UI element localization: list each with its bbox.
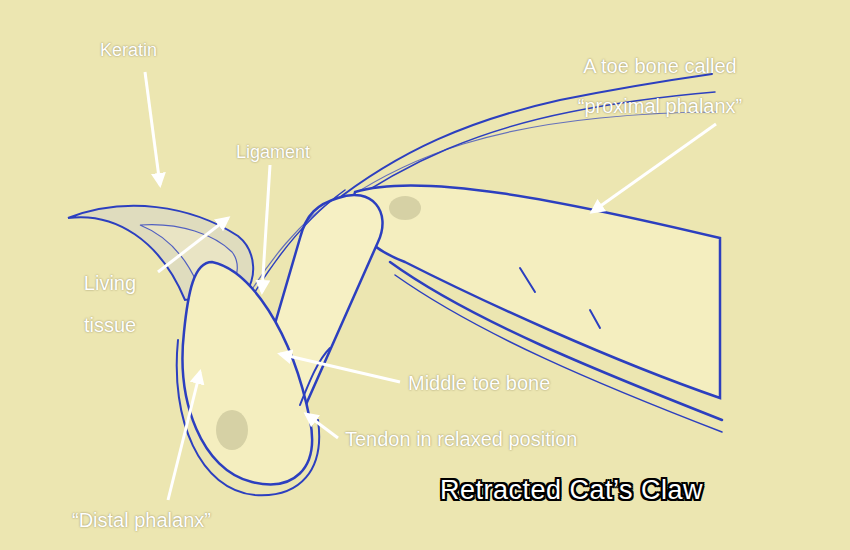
part-label: Tendon in relaxed position bbox=[345, 427, 577, 451]
leader-lines bbox=[145, 72, 716, 500]
flexor-tendon bbox=[395, 275, 722, 432]
caption: Retracted Cat’s Claw bbox=[440, 474, 703, 506]
bone-shading bbox=[389, 196, 421, 220]
leader-arrow bbox=[306, 414, 338, 438]
part-label: Middle toe bone bbox=[408, 371, 550, 395]
leader-arrow bbox=[158, 218, 228, 272]
part-label: A toe bone called “proximal phalanx” bbox=[545, 46, 775, 126]
part-label: “Distal phalanx” bbox=[72, 508, 211, 532]
part-label: Ligament bbox=[236, 140, 310, 164]
distal-phalanx bbox=[183, 262, 312, 484]
leader-arrow bbox=[145, 72, 160, 185]
proximal-phalanx bbox=[353, 185, 720, 398]
leader-arrow bbox=[280, 354, 400, 382]
bone-shading bbox=[216, 410, 248, 450]
flexor-tendon bbox=[390, 262, 722, 420]
tendon-mark bbox=[520, 268, 600, 328]
leader-arrow bbox=[592, 124, 716, 212]
leader-arrow bbox=[168, 372, 200, 500]
part-label: Living tissue bbox=[70, 262, 150, 346]
part-label: Keratin bbox=[100, 38, 157, 62]
sketch bbox=[68, 74, 722, 495]
tendon-relaxed bbox=[300, 348, 330, 405]
tendon-sheath bbox=[177, 340, 319, 495]
leader-arrow bbox=[262, 165, 270, 292]
